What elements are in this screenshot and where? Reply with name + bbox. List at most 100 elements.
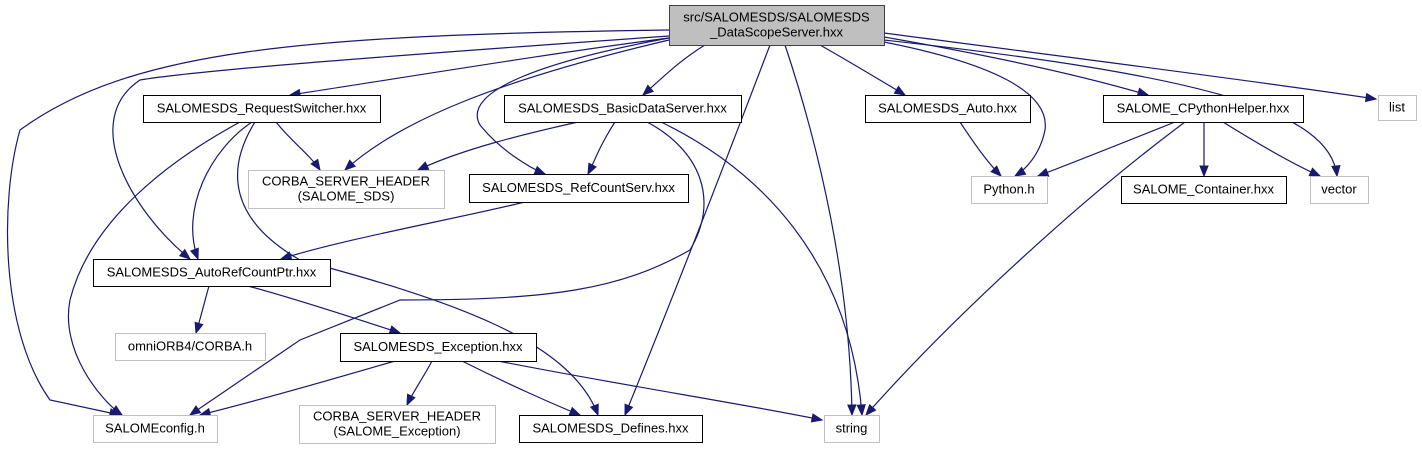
- node-defines[interactable]: SALOMESDS_Defines.hxx: [519, 415, 703, 443]
- node-label: SALOMESDS_AutoRefCountPtr.hxx: [107, 265, 317, 280]
- arrowhead-icon: [990, 165, 1002, 177]
- node-salomeconfig: SALOMEconfig.h: [93, 415, 218, 443]
- node-box: [93, 259, 331, 287]
- node-label: (SALOME_SDS): [298, 189, 395, 204]
- node-autorefcountptr[interactable]: SALOMESDS_AutoRefCountPtr.hxx: [93, 259, 331, 287]
- edge-requestswitcher-to-defines: [237, 121, 599, 417]
- arrowhead-icon: [388, 325, 402, 335]
- node-box: [971, 176, 1048, 204]
- edge-basicdataserver-to-corba_sds: [416, 121, 579, 171]
- arrowhead-icon: [1136, 87, 1150, 97]
- arrowhead-icon: [188, 405, 202, 416]
- edge-line: [344, 39, 670, 171]
- edge-exception-to-corba_exception: [406, 360, 433, 407]
- edge-line: [883, 32, 1377, 100]
- arrowhead-icon: [856, 404, 866, 417]
- arrowhead-icon: [568, 406, 582, 416]
- edge-exception-to-string: [497, 360, 824, 423]
- edge-basicdataserver-to-string: [660, 121, 866, 417]
- node-label: CORBA_SERVER_HEADER: [313, 409, 481, 424]
- edge-root-to-corba_sds: [344, 39, 670, 171]
- nodes-layer: src/SALOMESDS/SALOMESDS_DataScopeServer.…: [93, 5, 1417, 444]
- node-vector: vector: [1310, 176, 1369, 204]
- node-container[interactable]: SALOME_Container.hxx: [1121, 176, 1287, 204]
- edge-autorefcountptr-to-omniorb: [194, 285, 210, 335]
- node-box: [299, 405, 496, 444]
- edge-line: [883, 36, 1149, 96]
- node-box: [340, 333, 537, 362]
- node-corba_exception: CORBA_SERVER_HEADER(SALOME_Exception): [299, 405, 496, 444]
- node-label: SALOMESDS_RefCountServ.hxx: [482, 180, 675, 195]
- arrowhead-icon: [189, 247, 199, 261]
- edge-root-to-cpythonhelper: [883, 36, 1150, 97]
- node-label: SALOMESDS_Exception.hxx: [353, 339, 523, 354]
- node-corba_sds: CORBA_SERVER_HEADER(SALOME_SDS): [248, 170, 445, 209]
- edge-line: [280, 201, 526, 260]
- edge-line: [1037, 121, 1176, 177]
- edge-requestswitcher-to-corba_sds: [275, 121, 321, 172]
- node-label: SALOME_Container.hxx: [1133, 182, 1274, 197]
- arrowhead-icon: [589, 403, 599, 417]
- arrowhead-icon: [194, 321, 204, 335]
- node-box: [669, 5, 885, 46]
- node-refcountserv[interactable]: SALOMESDS_RefCountServ.hxx: [469, 174, 689, 203]
- node-box: [865, 95, 1031, 123]
- edge-root-to-auto: [819, 44, 907, 96]
- node-root[interactable]: src/SALOMESDS/SALOMESDS_DataScopeServer.…: [669, 5, 885, 46]
- node-requestswitcher[interactable]: SALOMESDS_RequestSwitcher.hxx: [143, 95, 381, 123]
- arrowhead-icon: [1036, 167, 1050, 177]
- node-label: Python.h: [983, 182, 1034, 197]
- edge-line: [199, 360, 396, 416]
- arrowhead-icon: [810, 413, 824, 423]
- arrowhead-icon: [641, 84, 655, 96]
- node-exception[interactable]: SALOMESDS_Exception.hxx: [340, 333, 537, 362]
- edge-line: [237, 121, 599, 416]
- edge-basicdataserver-to-salomeconfig: [188, 121, 705, 416]
- edge-line: [819, 44, 906, 96]
- node-box: [143, 95, 381, 123]
- node-label: CORBA_SERVER_HEADER: [262, 174, 430, 189]
- node-label: SALOMESDS_BasicDataServer.hxx: [518, 101, 727, 116]
- node-basicdataserver[interactable]: SALOMESDS_BasicDataServer.hxx: [504, 95, 742, 123]
- edge-cpythonhelper-to-vector: [1222, 121, 1322, 177]
- edges-layer: [6, 29, 1378, 423]
- node-box: [519, 415, 703, 443]
- arrowhead-icon: [178, 248, 192, 260]
- node-box: [469, 174, 689, 203]
- node-box: [1121, 176, 1287, 204]
- node-omniorb: omniORB4/CORBA.h: [115, 333, 266, 361]
- node-auto[interactable]: SALOMESDS_Auto.hxx: [865, 95, 1031, 123]
- edge-line: [247, 285, 401, 334]
- edge-cpythonhelper-to-container: [1199, 121, 1209, 178]
- node-label: SALOMESDS_Auto.hxx: [878, 101, 1017, 116]
- arrowhead-icon: [587, 162, 597, 176]
- edge-root-to-string: [784, 44, 857, 417]
- arrowhead-icon: [416, 161, 430, 171]
- edge-line: [192, 121, 253, 260]
- edge-cpythonhelper-to-string: [865, 121, 1186, 417]
- node-list: list: [1378, 95, 1417, 121]
- node-box: [1310, 176, 1369, 204]
- arrowhead-icon: [1199, 165, 1209, 178]
- edge-line: [6, 29, 670, 416]
- edge-root-to-list: [883, 32, 1378, 103]
- arrowhead-icon: [344, 159, 356, 171]
- node-label: SALOME_CPythonHelper.hxx: [1117, 101, 1290, 116]
- node-box: [248, 170, 445, 209]
- node-label: SALOMESDS_Defines.hxx: [532, 421, 689, 436]
- edge-line: [189, 121, 705, 416]
- arrowhead-icon: [1364, 92, 1378, 103]
- edge-line: [865, 121, 1186, 416]
- edge-line: [417, 121, 579, 171]
- node-box: [115, 333, 266, 361]
- arrowhead-icon: [310, 158, 321, 172]
- arrowhead-icon: [865, 403, 877, 417]
- edge-line: [67, 121, 241, 416]
- edge-root-to-requestswitcher: [288, 37, 670, 99]
- edge-line: [642, 44, 706, 96]
- node-python: Python.h: [971, 176, 1048, 204]
- node-label: vector: [1321, 182, 1357, 197]
- node-cpythonhelper[interactable]: SALOME_CPythonHelper.hxx: [1103, 95, 1304, 123]
- arrowhead-icon: [406, 393, 416, 407]
